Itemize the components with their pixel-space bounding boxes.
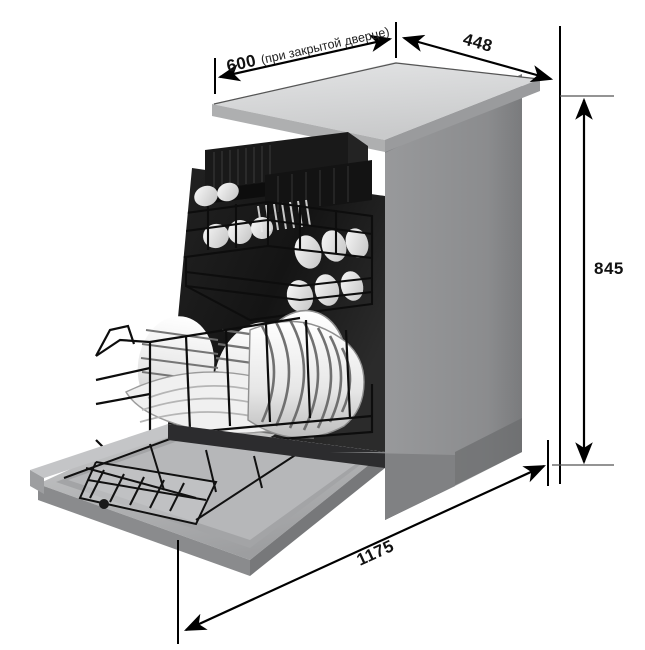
- door-latch-icon: [99, 499, 109, 509]
- dimension-600-note: (при закрытой дверце): [260, 25, 391, 67]
- lower-dish-basket: [95, 309, 374, 454]
- dimension-600-value: 600: [225, 51, 258, 76]
- dimension-600: 600 (при закрытой дверце): [214, 25, 393, 94]
- dimension-845-value: 845: [594, 259, 624, 278]
- top-cutlery-tray: [205, 132, 372, 215]
- dimension-1175: 1175: [177, 440, 549, 644]
- dimension-448-value: 448: [461, 30, 495, 56]
- dimension-448: 448: [401, 30, 554, 83]
- dimension-845: 845: [552, 26, 624, 484]
- upper-dish-basket: [176, 182, 374, 322]
- plate-stack-tall-right: [247, 319, 365, 439]
- dimension-1175-value: 1175: [354, 536, 397, 569]
- upper-basket-wire: [176, 200, 374, 322]
